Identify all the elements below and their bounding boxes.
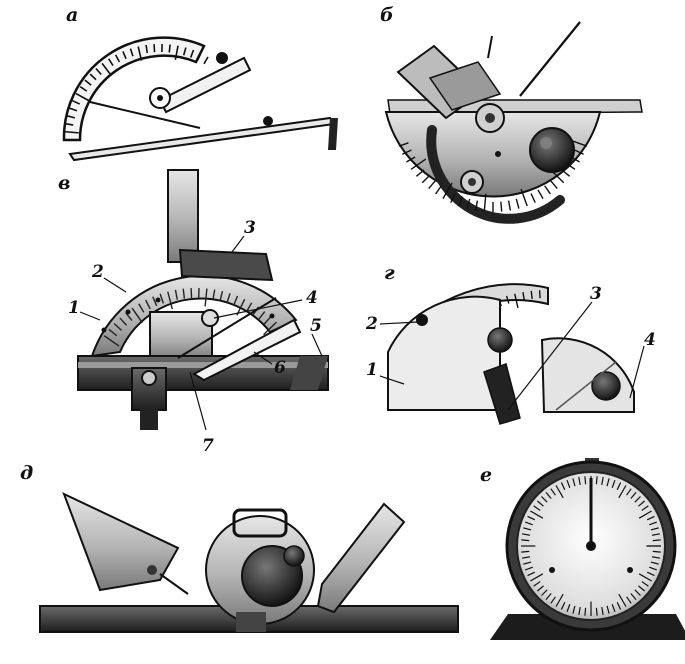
scale-tick: [501, 202, 502, 212]
panel-label-d: д: [20, 462, 33, 484]
scale-tick: [596, 476, 597, 484]
panel-label-b: б: [380, 4, 394, 26]
scale-tick: [653, 540, 661, 541]
long-ruler-a: [70, 118, 334, 160]
scale-tick: [521, 551, 529, 552]
scale-tick: [653, 551, 661, 552]
protractor-b: [386, 22, 642, 219]
right-blade-d: [318, 504, 404, 612]
callout-v-4: 4: [306, 288, 318, 308]
clamp-screw-v: [140, 408, 158, 430]
panel-label-e: е: [480, 464, 492, 486]
panel-label-a: а: [66, 4, 78, 26]
callout-v-3: 3: [244, 218, 256, 238]
scale-tick: [429, 181, 435, 189]
scale-tick: [521, 540, 529, 541]
scale-tick: [509, 201, 511, 211]
scale-tick: [531, 194, 535, 203]
pointer-needle-b: [520, 22, 580, 96]
knob-g: [592, 372, 620, 400]
callout-g-2: 2: [366, 314, 378, 334]
scale-tick: [585, 476, 586, 484]
scale-tick: [596, 608, 597, 616]
protractor-a: [64, 38, 338, 160]
callout-v-2: 2: [92, 262, 104, 282]
upper-arm-a: [160, 58, 250, 112]
panel-label-g: г: [384, 262, 395, 284]
callout-g-1: 1: [366, 360, 378, 380]
scale-tick: [204, 57, 208, 64]
vertical-blade-v: [168, 170, 198, 262]
scale-tick: [531, 291, 532, 299]
callout-g-3: 3: [590, 284, 602, 304]
scale-tick: [516, 199, 519, 209]
lock-knob-b: [530, 128, 574, 172]
callout-v-5: 5: [310, 316, 322, 336]
callout-v-1: 1: [68, 298, 80, 318]
scale-tick: [551, 181, 557, 189]
scale-tick: [562, 170, 570, 176]
scale-tick: [422, 176, 429, 183]
callout-g-4: 4: [644, 330, 656, 350]
scale-tick: [169, 45, 170, 53]
scale-tick: [436, 186, 442, 194]
scale-tick: [538, 190, 543, 199]
vernier-plate-v: [180, 250, 272, 280]
protractor-d: [40, 494, 458, 632]
panel-label-v: в: [58, 172, 70, 194]
inclinometer-e: [490, 458, 685, 640]
protractor-g: [380, 284, 644, 424]
scale-tick: [585, 608, 586, 616]
callout-v-7: 7: [202, 436, 214, 456]
arm-hole-a: [216, 52, 228, 64]
ruler-hole-a: [263, 116, 273, 126]
scale-tick: [545, 186, 551, 194]
main-body-g: [388, 297, 500, 410]
scale-tick: [416, 170, 424, 176]
protractor-v: [78, 170, 328, 430]
callout-v-6: 6: [274, 358, 286, 378]
